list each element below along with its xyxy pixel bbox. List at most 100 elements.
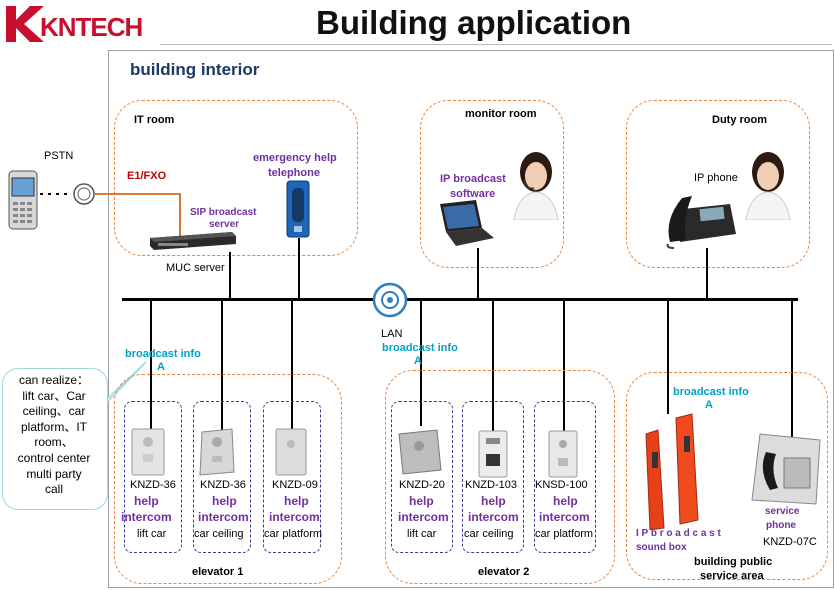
broadcast-info-3: broadcast info xyxy=(673,386,749,398)
sound-box-label-2: sound box xyxy=(636,542,687,553)
logo-k-icon xyxy=(6,6,44,42)
e2-d3-place: car platform xyxy=(535,528,594,540)
e2-d1-place: lift car xyxy=(407,528,437,540)
e1fxo-label: E1/FXO xyxy=(127,170,167,182)
intercom-panel-icon xyxy=(199,428,235,476)
logo: KNTECH xyxy=(4,4,156,44)
emergency-label-1: emergency help xyxy=(253,152,337,164)
callout-line: multi party xyxy=(26,466,82,481)
link-emergency xyxy=(298,238,300,300)
building-interior-frame xyxy=(108,50,834,588)
ip-phone-label: IP phone xyxy=(694,172,738,184)
header-divider xyxy=(160,44,832,45)
callout-line: can realize： xyxy=(18,373,90,387)
e1-d2-intercom: intercom xyxy=(198,510,249,524)
ip-broadcast-software-2: software xyxy=(450,188,496,200)
duty-room xyxy=(626,100,810,268)
broadcast-info-2: broadcast info xyxy=(382,342,458,354)
e2-d3-model: KNSD-100 xyxy=(535,479,588,491)
e1-d1-intercom: intercom xyxy=(121,510,172,524)
broadcast-info-3-letter: A xyxy=(705,399,713,411)
link-e2-dev2 xyxy=(492,300,494,434)
elevator-1-label: elevator 1 xyxy=(192,566,244,578)
e2-d1-intercom: intercom xyxy=(398,510,449,524)
elevator-2-label: elevator 2 xyxy=(478,566,530,578)
monitor-room-title: monitor room xyxy=(465,108,537,120)
pstn-label: PSTN xyxy=(44,150,74,162)
it-room xyxy=(114,100,358,256)
elevator-2-area xyxy=(385,370,615,584)
e1-d3-place: car platform xyxy=(264,528,323,540)
link-e1-dev1 xyxy=(150,300,152,434)
e2-d1-model: KNZD-20 xyxy=(399,479,445,491)
lan-bus xyxy=(122,298,798,301)
e2-d2-model: KNZD-103 xyxy=(465,479,517,491)
e2-d2-help: help xyxy=(481,494,506,508)
e1-d3-intercom: intercom xyxy=(269,510,320,524)
intercom-panel-icon xyxy=(548,430,578,478)
link-e1-dev2 xyxy=(221,300,223,434)
operator-woman-icon xyxy=(513,152,559,220)
logo-text: KNTECH xyxy=(40,12,143,42)
emergency-label-2: telephone xyxy=(268,167,320,179)
e2-device-frame xyxy=(462,401,524,553)
broadcast-info-1-letter: A xyxy=(157,361,165,373)
link-soundbox xyxy=(667,300,669,414)
monitor-room xyxy=(420,100,564,268)
page-title: Building application xyxy=(316,4,632,41)
elevator-1-area xyxy=(114,374,342,584)
callout-line: platform、IT xyxy=(20,419,87,434)
public-service-area xyxy=(626,372,828,580)
link-e2-dev1 xyxy=(420,300,422,426)
callout-line: control center xyxy=(17,450,91,465)
link-e1-dev3 xyxy=(291,300,293,434)
muc-server-icon xyxy=(150,232,236,250)
lan-label: LAN xyxy=(381,328,403,340)
e1-d2-place: car ceiling xyxy=(194,528,244,540)
mobile-phone-icon xyxy=(8,170,38,230)
lan-hub-icon xyxy=(372,282,408,318)
sound-box-label-1: I P b r o a d c a s t xyxy=(636,528,721,539)
public-area-label-2: service area xyxy=(700,570,764,582)
it-room-title: IT room xyxy=(134,114,175,126)
emergency-telephone-icon xyxy=(286,180,310,238)
service-phone-model: KNZD-07C xyxy=(763,536,817,548)
e2-d1-help: help xyxy=(409,494,434,508)
sip-server-label-1: SIP broadcast xyxy=(190,207,257,218)
e1-d3-help: help xyxy=(284,494,309,508)
intercom-panel-icon xyxy=(478,430,508,478)
e1-d2-help: help xyxy=(212,494,237,508)
callout-line: call xyxy=(44,482,63,497)
callout-line: lift car、Car xyxy=(22,388,86,403)
callout-line: ceiling、car xyxy=(22,404,86,419)
broadcast-info-1: broadcast info xyxy=(125,348,201,360)
duty-room-title: Duty room xyxy=(712,114,767,126)
intercom-panel-icon xyxy=(275,428,307,476)
callout-line: room、 xyxy=(34,435,74,450)
e1-d2-model: KNZD-36 xyxy=(200,479,246,491)
link-muc xyxy=(229,252,231,300)
link-monitor xyxy=(477,248,479,300)
e1-d1-place: lift car xyxy=(137,528,167,540)
broadcast-info-2-letter: A xyxy=(414,355,422,367)
duty-operator-icon xyxy=(745,152,791,220)
service-phone-label-1: service xyxy=(765,506,800,517)
callout-box xyxy=(2,368,108,510)
ip-phone-icon xyxy=(666,196,736,249)
section-title: building interior xyxy=(130,60,260,79)
service-phone-label-2: phone xyxy=(766,520,796,531)
sip-server-label-2: server xyxy=(209,219,240,230)
pstn-connection xyxy=(40,183,95,205)
link-e2-dev3 xyxy=(563,300,565,434)
laptop-icon xyxy=(440,200,494,246)
e2-device-frame xyxy=(534,401,596,553)
e1-device-frame xyxy=(263,401,321,553)
public-area-label-1: building public xyxy=(694,556,773,568)
e2-device-frame xyxy=(391,401,453,553)
e1-device-frame xyxy=(124,401,182,553)
intercom-panel-icon xyxy=(131,428,165,476)
link-duty xyxy=(706,248,708,300)
e2-d2-place: car ceiling xyxy=(464,528,514,540)
broadcast-sound-box-icon xyxy=(645,413,699,530)
link-service-phone xyxy=(791,300,793,442)
